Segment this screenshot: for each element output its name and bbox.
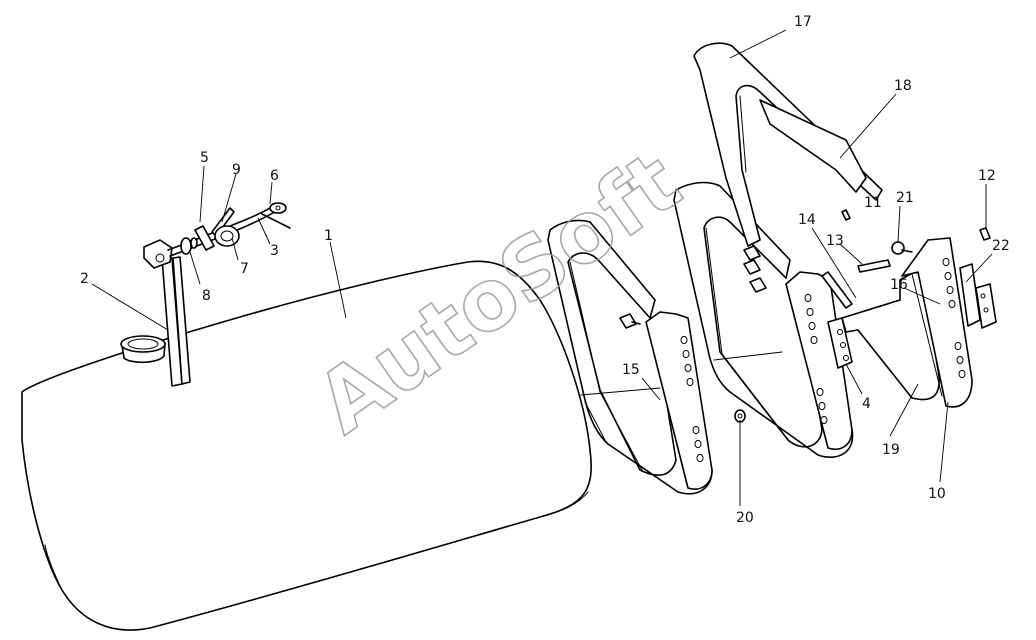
callout-15: 15: [622, 362, 640, 378]
hose-assembly: [167, 202, 291, 257]
callout-16: 16: [890, 277, 908, 293]
callout-3: 3: [270, 243, 279, 259]
callout-labels: 1 2 3 4 5 6 7 8 9 10 11 12 13 14 15 16 1…: [80, 14, 1010, 526]
bracket-strap-front: [547, 219, 713, 495]
callout-1: 1: [324, 228, 333, 244]
clamp-plate: [827, 317, 853, 369]
callout-10: 10: [928, 486, 946, 502]
callout-2: 2: [80, 271, 89, 287]
small-fasteners: [821, 209, 991, 309]
callout-21: 21: [896, 190, 914, 206]
callout-17: 17: [794, 14, 812, 30]
callout-7: 7: [240, 261, 249, 277]
callout-19: 19: [882, 442, 900, 458]
filler-neck: [120, 335, 166, 364]
bracket-strap-rear: [841, 237, 997, 408]
callout-9: 9: [232, 162, 241, 178]
callout-13: 13: [826, 233, 844, 249]
callout-12: 12: [978, 168, 996, 184]
fuel-sender-tube: [143, 239, 191, 387]
callout-6: 6: [270, 168, 279, 184]
callout-4: 4: [862, 396, 871, 412]
bolt-front: [619, 313, 641, 329]
bolts-middle: [743, 245, 767, 293]
callout-20: 20: [736, 510, 754, 526]
callout-5: 5: [200, 150, 209, 166]
callout-8: 8: [202, 288, 211, 304]
leader-lines: [91, 29, 993, 506]
callout-14: 14: [798, 212, 816, 228]
callout-22: 22: [992, 238, 1010, 254]
callout-11: 11: [864, 195, 882, 211]
callout-18: 18: [894, 78, 912, 94]
rear-frame: [693, 42, 883, 247]
